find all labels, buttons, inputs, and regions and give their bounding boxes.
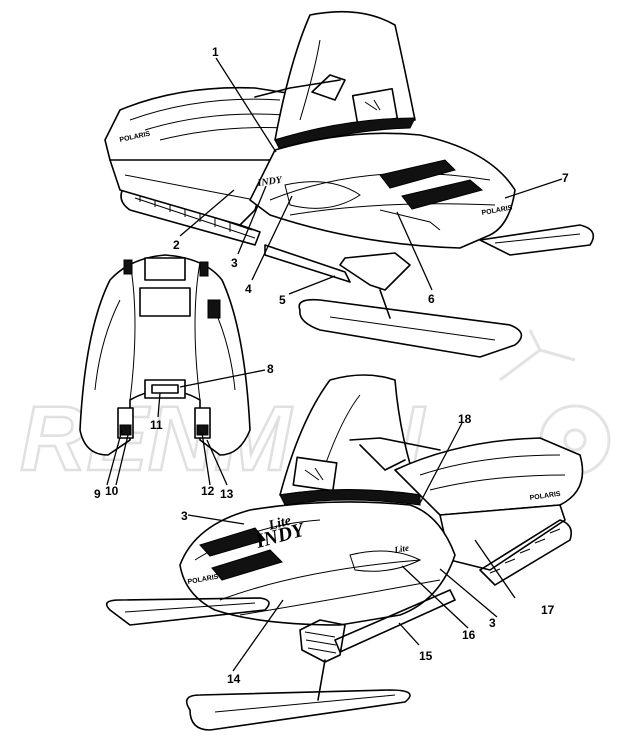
callout-17: 17: [541, 603, 555, 617]
callout-1: 1: [212, 45, 219, 59]
snowmobile-top-view: POLARIS POLARIS INDY: [104, 10, 595, 358]
callout-9: 9: [94, 487, 101, 501]
callout-11: 11: [150, 418, 163, 432]
callout-14: 14: [227, 672, 241, 686]
snowmobile-bottom-view: POLARIS POLARIS INDY Lite Lite: [105, 374, 584, 731]
decal-text-side: Lite: [393, 543, 410, 556]
decal-text-lite: Lite: [266, 514, 293, 535]
callout-3-left: 3: [181, 509, 188, 523]
callout-10: 10: [105, 484, 119, 498]
decal-text-top: INDY: [256, 175, 284, 190]
callout-16: 16: [462, 628, 476, 642]
callout-5: 5: [279, 293, 286, 307]
callout-numbers: 1 2 3 4 5 6 7 8 9 10 11 12 13 14 15 16 1…: [94, 45, 569, 686]
callout-12: 12: [201, 484, 215, 498]
callout-2: 2: [173, 238, 180, 252]
hood-front-view: [79, 254, 251, 456]
brand-text-seat: POLARIS: [529, 491, 561, 502]
callout-13: 13: [220, 487, 234, 501]
leader-lines: [106, 57, 563, 672]
callout-4: 4: [245, 282, 252, 296]
callout-3: 3: [231, 256, 238, 270]
callout-7: 7: [562, 171, 569, 185]
callout-6: 6: [428, 292, 435, 306]
callout-8: 8: [267, 362, 274, 376]
callout-18: 18: [458, 412, 472, 426]
callout-15: 15: [419, 649, 433, 663]
callout-3-lower: 3: [489, 616, 496, 630]
